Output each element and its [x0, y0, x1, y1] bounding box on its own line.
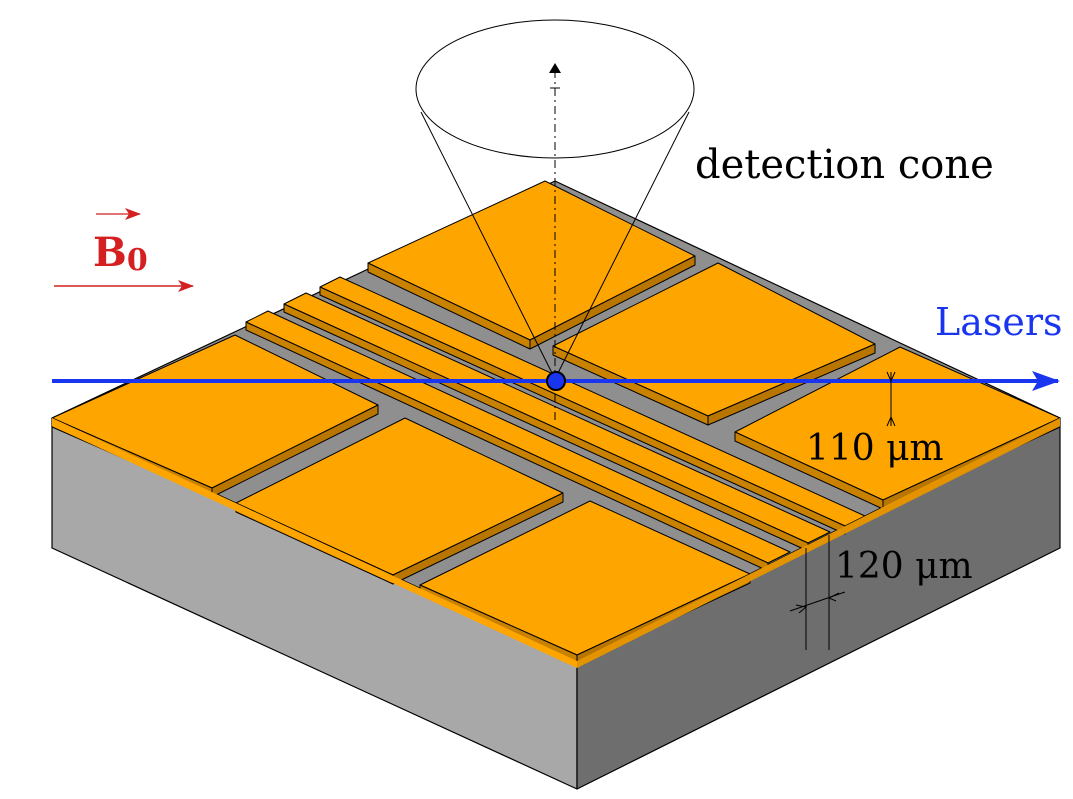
- width-dim-line: [789, 591, 846, 612]
- detection-cone-label: detection cone: [695, 142, 994, 188]
- field-label-sub: 0: [127, 243, 148, 278]
- gold-edge-left: [52, 418, 577, 668]
- laser-beam: [52, 371, 1060, 391]
- height-arrow-top: [886, 371, 896, 383]
- cone-ellipse: [415, 19, 695, 159]
- gold-pad-right-upper: [552, 262, 876, 426]
- wire-1: [319, 276, 866, 535]
- gold-edge-right: [577, 418, 1060, 668]
- width-arrow-right: [827, 592, 840, 602]
- height-arrow-bottom: [886, 415, 896, 427]
- field-label-main: B: [93, 229, 127, 276]
- field-arrow: [54, 208, 194, 292]
- wire-2: [283, 292, 831, 552]
- width-dimension-label: 120 μm: [835, 546, 973, 587]
- lasers-label: Lasers: [935, 300, 1063, 344]
- atom-dot: [546, 371, 566, 391]
- cone-edge-left: [420, 111, 554, 376]
- field-label: B0: [93, 229, 148, 278]
- gold-pad-back: [367, 180, 696, 350]
- gold-pads: [51, 180, 1061, 668]
- detection-cone: [415, 19, 695, 420]
- width-arrow-left: [795, 604, 808, 614]
- height-dimension-label: 110 μm: [806, 428, 944, 469]
- dimension-markers: [789, 371, 896, 650]
- cone-edge-right: [556, 111, 690, 376]
- wire-3: [245, 310, 791, 572]
